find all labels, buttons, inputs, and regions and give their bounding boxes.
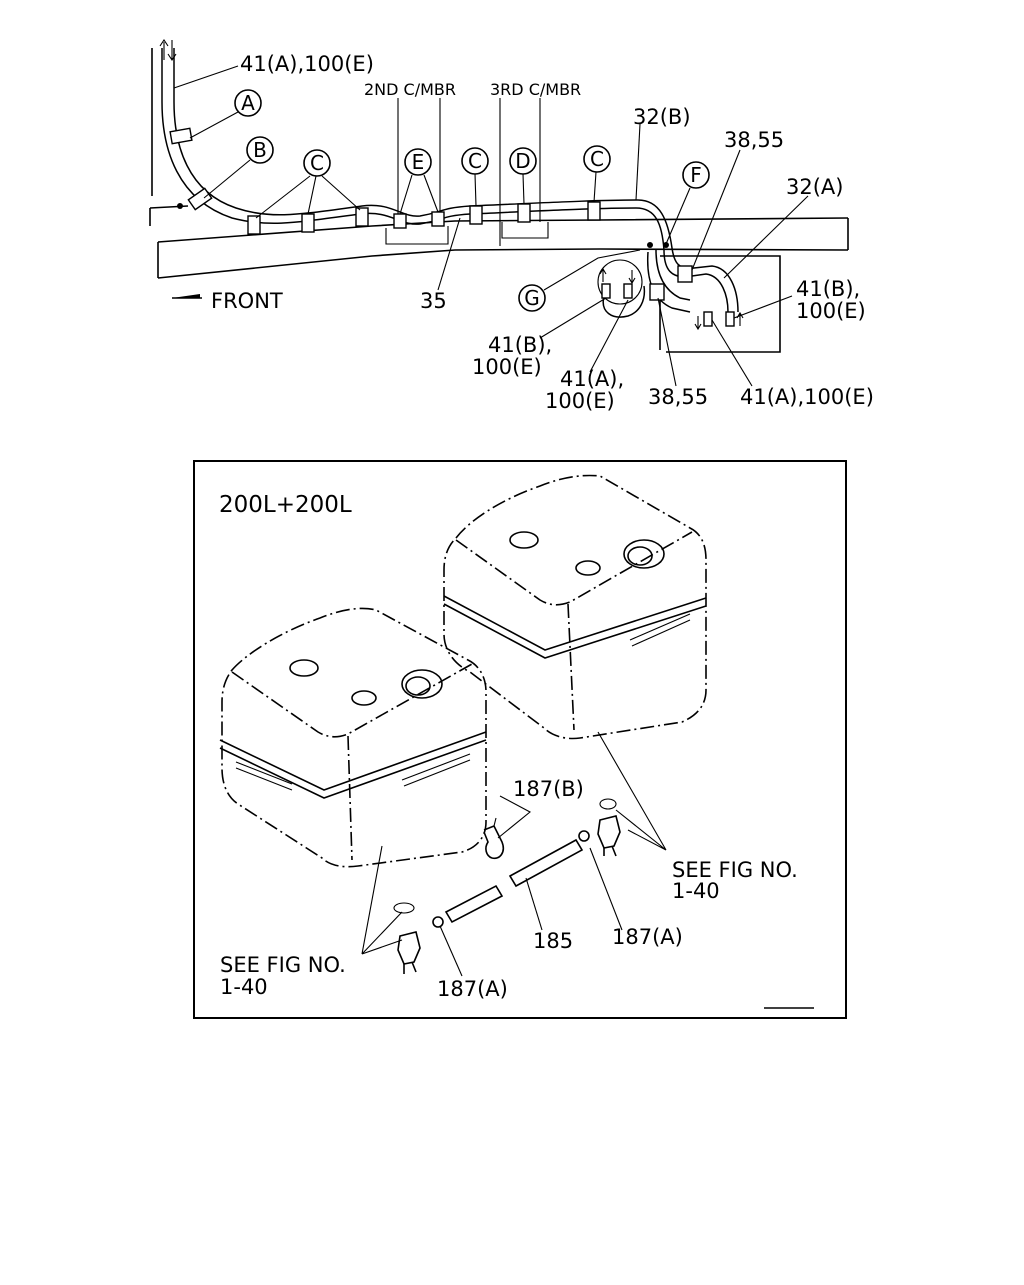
label-2nd-crossmember: 2ND C/MBR	[364, 80, 456, 99]
label-pipe-32b: 32(B)	[633, 105, 691, 129]
callout-f-letter: F	[690, 163, 702, 187]
callout-g: G	[518, 249, 641, 312]
label-mid-41a: 41(A),	[560, 367, 624, 391]
flow-arrows	[159, 39, 744, 331]
callout-e: E	[399, 148, 439, 215]
label-part-187a-right: 187(A)	[612, 925, 683, 949]
label-3rd-crossmember: 3RD C/MBR	[490, 80, 581, 99]
tank-labels: 187(B) SEE FIG NO. 1-40 185 187(A) SEE F…	[220, 777, 798, 1001]
fuel-pipes	[161, 48, 739, 318]
callout-c1: C	[255, 149, 361, 219]
label-see-fig-right: SEE FIG NO.	[672, 858, 798, 882]
fuel-tank-front	[219, 607, 487, 868]
label-right-41b: 41(B),	[796, 277, 860, 301]
pipe-clamps	[169, 127, 735, 327]
upper-fuel-line-diagram: A B C E C D C	[149, 39, 874, 413]
label-mid-41a-100e: 100(E)	[545, 389, 615, 413]
front-arrow-icon	[172, 294, 202, 299]
callout-d: D	[509, 147, 537, 205]
tank-connecting-hoses	[393, 798, 621, 974]
callout-d-letter: D	[515, 149, 530, 173]
callout-b: B	[203, 136, 274, 199]
callout-g-letter: G	[524, 286, 540, 310]
label-front: FRONT	[211, 289, 283, 313]
label-pipe-32a: 32(A)	[786, 175, 843, 199]
callout-f: F	[665, 161, 710, 245]
label-leaders	[173, 65, 809, 387]
fuel-tank-rear	[443, 474, 707, 740]
label-see-fig-right-number: 1-40	[672, 879, 720, 903]
label-part-185: 185	[533, 929, 573, 953]
label-part-35: 35	[420, 289, 447, 313]
label-parts-38-55-bottom: 38,55	[648, 385, 708, 409]
crossmember-3rd	[499, 98, 549, 246]
callout-c2: C	[461, 147, 489, 207]
label-see-fig-left-number: 1-40	[220, 975, 268, 999]
frame-rail	[149, 48, 849, 353]
callout-a: A	[189, 89, 262, 139]
label-mid-41b: 41(B),	[488, 333, 552, 357]
label-part-187b: 187(B)	[513, 777, 584, 801]
tank-config-title: 200L+200L	[219, 492, 352, 518]
label-right-100e: 100(E)	[796, 299, 866, 323]
tank-label-leaders	[361, 731, 814, 1009]
callout-c3: C	[583, 145, 611, 203]
label-top-left-41a-100e: 41(A),100(E)	[240, 52, 374, 76]
tank-diagram-frame	[193, 460, 847, 1019]
lower-tank-diagram: 200L+200L	[193, 460, 847, 1019]
callout-a-letter: A	[241, 91, 255, 115]
callout-c3-letter: C	[590, 147, 604, 171]
callout-c1-letter: C	[310, 151, 324, 175]
label-see-fig-left: SEE FIG NO.	[220, 953, 346, 977]
callout-c2-letter: C	[468, 149, 482, 173]
callout-e-letter: E	[412, 150, 425, 174]
callout-b-letter: B	[253, 138, 267, 162]
label-parts-38-55-top: 38,55	[724, 128, 784, 152]
crossmember-2nd	[385, 98, 449, 245]
upper-labels: 41(A),100(E) 2ND C/MBR 3RD C/MBR 32(B) 3…	[211, 52, 874, 413]
label-part-187a-left: 187(A)	[437, 977, 508, 1001]
label-mid-100e: 100(E)	[472, 355, 542, 379]
label-bottom-right-41a-100e: 41(A),100(E)	[740, 385, 874, 409]
